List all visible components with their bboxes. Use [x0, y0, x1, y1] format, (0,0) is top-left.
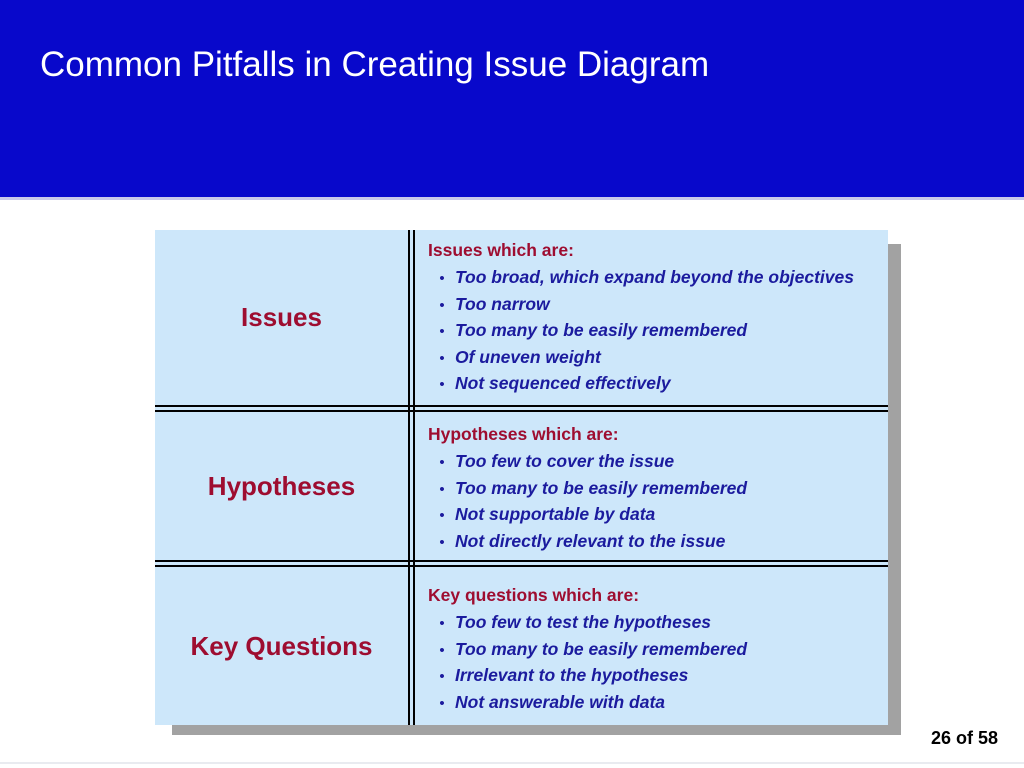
- row-label-cell-key-questions: Key Questions: [155, 567, 408, 725]
- row-content-cell-hypotheses: Hypotheses which are: • Too few to cover …: [408, 412, 888, 560]
- page-indicator: 26 of 58: [930, 728, 998, 748]
- bullet-icon: •: [439, 694, 445, 712]
- slide-header: Common Pitfalls in Creating Issue Diagra…: [0, 0, 1024, 200]
- bullet-label: Not directly relevant to the issue: [455, 530, 726, 551]
- bullet-label: Not supportable by data: [455, 504, 656, 524]
- bullet-icon: •: [439, 507, 445, 524]
- bullet-icon: •: [439, 533, 445, 551]
- bullet-icon: •: [439, 480, 445, 498]
- list-item: • Too few to cover the issue: [436, 449, 878, 476]
- bottom-divider: [0, 762, 1024, 764]
- list-item: • Too many to be easily remembered: [436, 318, 878, 345]
- bullet-icon: •: [439, 615, 445, 632]
- bullet-icon: •: [439, 323, 445, 340]
- row-heading: Hypotheses which are:: [428, 424, 619, 444]
- bullet-icon: •: [439, 454, 445, 471]
- bullet-list: • Too few to test the hypotheses • Too man…: [428, 610, 878, 716]
- list-item: • Not sequenced effectively: [436, 371, 878, 398]
- bullet-label: Too few to cover the issue: [455, 451, 675, 471]
- bullet-label: Too many to be easily remembered: [455, 477, 748, 498]
- bullet-icon: •: [439, 376, 445, 393]
- bullet-label: Too few to test the hypotheses: [455, 612, 712, 632]
- bullet-icon: •: [439, 296, 445, 314]
- column-divider: [408, 230, 415, 725]
- list-item: • Of uneven weight: [436, 345, 878, 372]
- table-row-key-questions: Key Questions Key questions which are: •…: [155, 560, 888, 725]
- bullet-list: • Too few to cover the issue • Too many to…: [428, 449, 878, 555]
- list-item: • Not answerable with data: [436, 690, 878, 717]
- bullet-label: Not answerable with data: [455, 691, 666, 712]
- bullet-label: Of uneven weight: [455, 346, 601, 367]
- bullet-label: Too narrow: [455, 293, 550, 314]
- row-content-cell-key-questions: Key questions which are: • Too few to tes…: [408, 567, 888, 725]
- bullet-label: Irrelevant to the hypotheses: [455, 665, 689, 685]
- list-item: • Too many to be easily remembered: [436, 637, 878, 664]
- list-item: • Too narrow: [436, 292, 878, 319]
- row-content-cell-issues: Issues which are: • Too broad, which expa…: [408, 230, 888, 405]
- row-label-cell-hypotheses: Hypotheses: [155, 412, 408, 560]
- bullet-label: Too broad, which expand beyond the objec…: [455, 267, 854, 287]
- bullet-label: Too many to be easily remembered: [455, 320, 748, 340]
- list-item: • Not directly relevant to the issue: [436, 529, 878, 556]
- row-heading: Key questions which are:: [428, 585, 640, 605]
- bullet-label: Too many to be easily remembered: [455, 638, 748, 659]
- bullet-icon: •: [439, 641, 445, 659]
- bullet-label: Not sequenced effectively: [455, 373, 671, 393]
- list-item: • Too few to test the hypotheses: [436, 610, 878, 637]
- row-heading: Issues which are:: [428, 240, 574, 260]
- bullet-icon: •: [439, 270, 445, 287]
- bullet-list: • Too broad, which expand beyond the obje…: [428, 265, 878, 398]
- list-item: • Too many to be easily remembered: [436, 476, 878, 503]
- pitfalls-table: Issues Issues which are: • Too broad, whi…: [155, 230, 888, 725]
- list-item: • Irrelevant to the hypotheses: [436, 663, 878, 690]
- row-label: Hypotheses: [207, 470, 356, 501]
- list-item: • Too broad, which expand beyond the obje…: [436, 265, 878, 292]
- bullet-icon: •: [439, 349, 445, 367]
- page-title: Common Pitfalls in Creating Issue Diagra…: [40, 45, 710, 84]
- list-item: • Not supportable by data: [436, 502, 878, 529]
- table-row-issues: Issues Issues which are: • Too broad, whi…: [155, 230, 888, 405]
- row-label-cell-issues: Issues: [155, 230, 408, 405]
- table-row-hypotheses: Hypotheses Hypotheses which are: • Too fe…: [155, 405, 888, 560]
- row-label: Key Questions: [190, 630, 373, 661]
- row-label: Issues: [241, 302, 322, 332]
- bullet-icon: •: [439, 668, 445, 685]
